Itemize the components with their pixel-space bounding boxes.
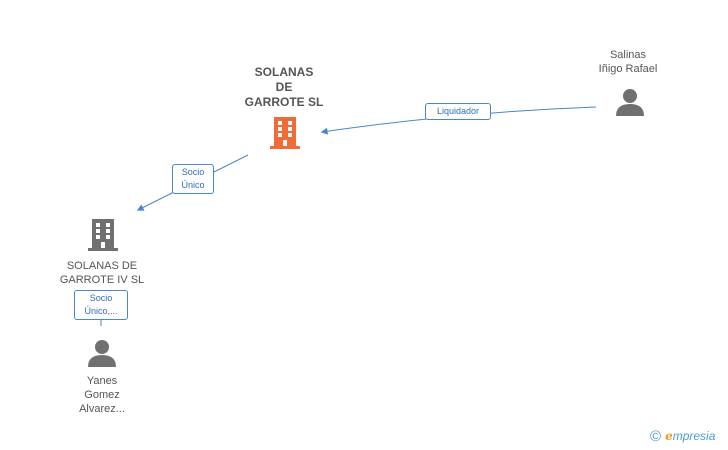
edge-label-liquidador[interactable]: Liquidador (425, 103, 491, 120)
sub-company-label[interactable]: SOLANAS DE GARROTE IV SL (59, 260, 145, 286)
person-icon[interactable] (86, 338, 118, 368)
brand-e: e (665, 429, 673, 443)
person-icon[interactable] (614, 87, 646, 117)
copyright-symbol: © (650, 428, 662, 445)
building-icon[interactable] (268, 115, 302, 151)
edge-label-socio-unico-2[interactable]: Socio Único,... (74, 290, 128, 320)
empresia-logo[interactable]: ©empresia (650, 428, 715, 445)
brand-rest: mpresia (672, 429, 716, 443)
person-salinas-label[interactable]: Salinas Iñigo Rafael (598, 49, 658, 75)
person-yanes-label[interactable]: Yanes Gomez Alvarez... (79, 375, 125, 415)
edge-label-socio-unico[interactable]: Socio Único (172, 164, 214, 194)
building-icon[interactable] (86, 217, 120, 253)
main-company-label[interactable]: SOLANAS DE GARROTE SL (244, 65, 324, 109)
